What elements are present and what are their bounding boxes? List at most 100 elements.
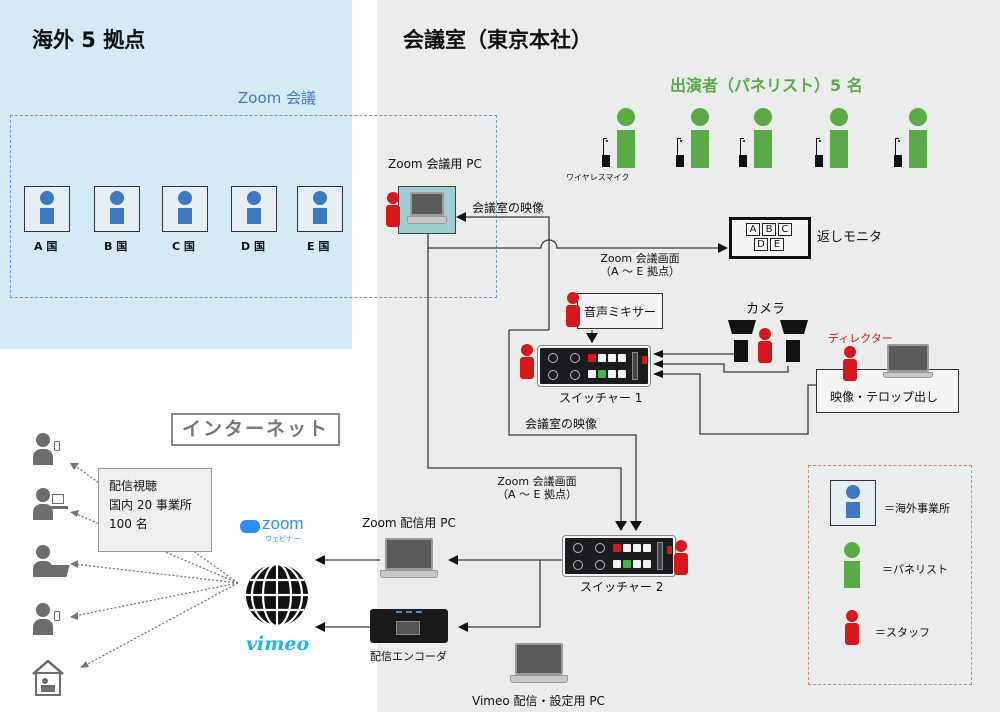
zoom-meeting-pc[interactable] — [398, 186, 456, 234]
wire-room-video-to-zoom-pc — [466, 216, 550, 330]
legend-overseas-label: ＝海外事業所 — [884, 502, 950, 515]
camera-label: カメラ — [746, 302, 786, 317]
monitor-tile: A — [746, 223, 760, 236]
wire-to-encoder — [468, 560, 541, 628]
laptop-user-icon — [30, 488, 70, 526]
signal-room-video-label-2: 会議室の映像 — [525, 417, 598, 431]
person-head — [40, 191, 54, 205]
person-body — [313, 208, 327, 224]
viewing-info-line1: 配信視聴 — [109, 479, 158, 493]
overseas-site-label: C 国 — [172, 240, 195, 253]
camera-icon — [728, 320, 756, 364]
zoom-logo-text: zoom — [262, 514, 304, 533]
camera-icon — [780, 320, 808, 364]
panelist-icon — [691, 108, 711, 170]
staff-icon — [843, 346, 857, 382]
switcher-2-label: スイッチャー 2 — [580, 580, 664, 594]
switcher-1-label: スイッチャー 1 — [559, 391, 643, 405]
switcher-2[interactable] — [563, 536, 675, 576]
viewing-info-box: 配信視聴 国内 20 事業所 100 名 — [98, 468, 212, 552]
viewer-line-3 — [73, 563, 239, 584]
zoom-meeting-pc-label: Zoom 会議用 PC — [388, 157, 482, 171]
wire-zoom-pc-to-monitor — [427, 234, 718, 249]
panelists-title: 出演者（パネリスト）5 名 — [670, 76, 863, 95]
zoom-meeting-label: Zoom 会議 — [238, 89, 317, 107]
legend-staff-icon — [845, 610, 859, 646]
zoom-meeting-boundary — [10, 115, 497, 298]
viewing-info-line2: 国内 20 事業所 — [109, 498, 192, 512]
staff-icon — [758, 328, 772, 364]
legend — [808, 465, 972, 685]
encoder-label: 配信エンコーダ — [370, 650, 447, 663]
wireless-mic-icon — [602, 138, 611, 168]
legend-overseas-icon — [830, 480, 876, 526]
viewer-line-5 — [83, 582, 239, 667]
signal-zoom-screen-label-1: Zoom 会議画面 （A ～ E 拠点） — [585, 252, 695, 278]
signal-zoom-screen2-line2: （A ～ E 拠点） — [497, 488, 577, 501]
zoom-logo-sub: ウェビナー — [265, 535, 300, 543]
overseas-site-box — [297, 186, 343, 232]
monitor-tile: D — [754, 238, 768, 251]
zoom-streaming-pc-label: Zoom 配信用 PC — [362, 516, 456, 530]
legend-staff-label: ＝スタッフ — [875, 626, 930, 639]
person-body — [40, 208, 54, 224]
legend-panelist-label: ＝パネリスト — [882, 563, 948, 576]
return-monitor-label: 返しモニタ — [817, 230, 883, 245]
staff-icon — [520, 344, 534, 380]
zoom-camera-icon — [240, 520, 260, 533]
monitor-tile: E — [770, 238, 784, 251]
overseas-site-label: D 国 — [241, 240, 265, 253]
overseas-title: 海外 5 拠点 — [32, 28, 146, 52]
person-body — [247, 208, 261, 224]
monitor-tile: C — [778, 223, 792, 236]
staff-icon — [566, 292, 580, 328]
internet-label: インターネット — [171, 413, 340, 446]
wireless-mic-icon — [676, 138, 685, 168]
overseas-site-box — [94, 186, 140, 232]
wire-camera2 — [663, 363, 789, 373]
wireless-mic-icon — [739, 138, 748, 168]
smartphone-user-icon — [30, 603, 70, 641]
overseas-region — [0, 0, 352, 349]
panelist-icon — [909, 108, 929, 170]
panelist-icon — [830, 108, 850, 170]
director-label: ディレクター — [828, 332, 893, 345]
video-telop-label: 映像・テロップ出し — [830, 390, 939, 404]
signal-zoom-screen-label-2: Zoom 会議画面 （A ～ E 拠点） — [482, 475, 592, 501]
person-head — [247, 191, 261, 205]
vimeo-logo: vimeo — [246, 633, 310, 655]
wire-telop — [663, 373, 816, 435]
overseas-site-box — [162, 186, 208, 232]
overseas-site-label: E 国 — [307, 240, 330, 253]
globe-icon — [246, 562, 308, 628]
person-head — [178, 191, 192, 205]
signal-zoom-screen2-line1: Zoom 会議画面 — [497, 475, 577, 488]
staff-icon — [386, 192, 400, 228]
signal-zoom-screen-line2: （A ～ E 拠点） — [600, 265, 680, 278]
switcher-1[interactable] — [538, 346, 650, 386]
streaming-encoder[interactable] — [370, 609, 448, 643]
viewer-line-4 — [73, 582, 239, 617]
monitor-tile: B — [762, 223, 776, 236]
legend-panelist-icon — [843, 542, 861, 592]
desk-user-icon — [30, 545, 70, 583]
wireless-mic-label: ワイヤレスマイク — [566, 173, 630, 182]
overseas-site-label: B 国 — [104, 240, 128, 253]
person-body — [178, 208, 192, 224]
signal-zoom-screen-line1: Zoom 会議画面 — [600, 252, 680, 265]
wire-zoom-screen-to-switcher2 — [427, 248, 622, 521]
viewing-info-line3: 100 名 — [109, 517, 148, 531]
staff-icon — [674, 540, 688, 576]
overseas-site-label: A 国 — [34, 240, 58, 253]
audio-mixer[interactable] — [577, 293, 663, 329]
smartphone-user-icon — [30, 433, 70, 471]
wireless-mic-icon — [894, 138, 903, 168]
overseas-site-box — [24, 186, 70, 232]
meeting-room-title: 会議室（東京本社） — [403, 28, 592, 52]
signal-room-video-label: 会議室の映像 — [472, 201, 545, 215]
person-body — [110, 208, 124, 224]
home-user-icon — [30, 658, 70, 696]
vimeo-pc-label: Vimeo 配信・設定用 PC — [472, 694, 605, 708]
wireless-mic-icon — [815, 138, 824, 168]
